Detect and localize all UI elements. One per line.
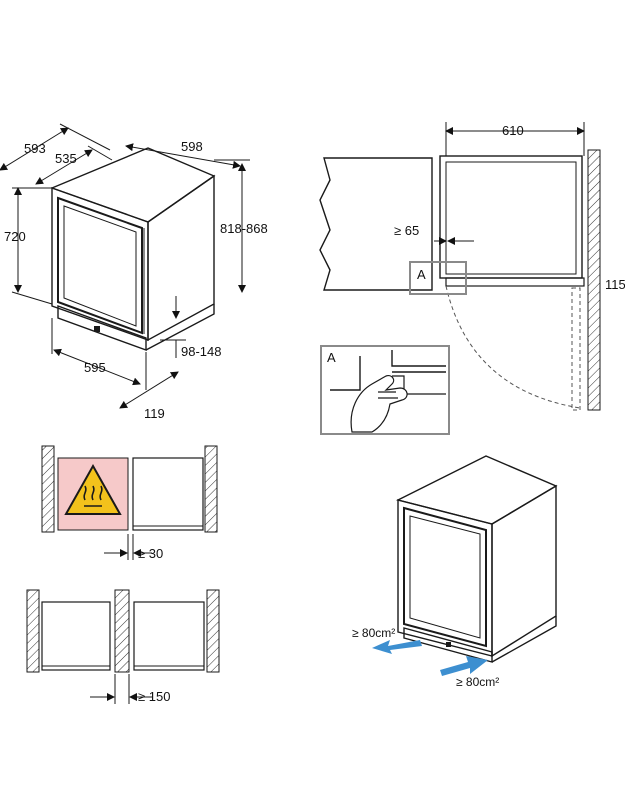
heat-source-clearance-view: ≥ 30 xyxy=(41,445,218,561)
depth-body-label: 535 xyxy=(55,151,77,166)
detail-marker-label: A xyxy=(417,267,426,282)
door-swing-view: A 610 ≥ 65 115 A xyxy=(319,122,625,435)
min-clearance-label: ≥ 65 xyxy=(394,223,419,238)
height-adjustable-label: 818-868 xyxy=(220,221,268,236)
plinth-vent-icon xyxy=(446,642,451,647)
width-top-label: 598 xyxy=(181,139,203,154)
ventilation-view: ≥ 80cm² ≥ 80cm² xyxy=(352,455,558,689)
appliance-dimensions-view: 593 535 598 720 818-868 595 98-148 119 xyxy=(0,123,268,421)
door-offset-label: 119 xyxy=(144,406,165,421)
air-outlet-label: ≥ 80cm² xyxy=(352,626,395,640)
detail-a-inset: A xyxy=(320,345,450,435)
plinth-vent-icon xyxy=(94,326,100,332)
depth-total-label: 593 xyxy=(24,141,46,156)
heat-source-gap-label: ≥ 30 xyxy=(138,546,163,561)
detail-a-label: A xyxy=(327,350,336,365)
width-front-label: 595 xyxy=(84,360,106,375)
appliance-gap-view: ≥ 150 xyxy=(26,589,220,704)
height-body-label: 720 xyxy=(4,229,26,244)
hand-icon xyxy=(350,375,408,433)
hot-surface-warning-icon xyxy=(64,463,122,515)
door-opening-width-label: 610 xyxy=(502,123,524,138)
airflow-arrow-icon xyxy=(372,640,488,676)
appliance-gap-label: ≥ 150 xyxy=(138,689,170,704)
air-inlet-label: ≥ 80cm² xyxy=(456,675,499,689)
height-cut-label: 115 xyxy=(605,277,625,292)
plinth-label: 98-148 xyxy=(181,344,221,359)
